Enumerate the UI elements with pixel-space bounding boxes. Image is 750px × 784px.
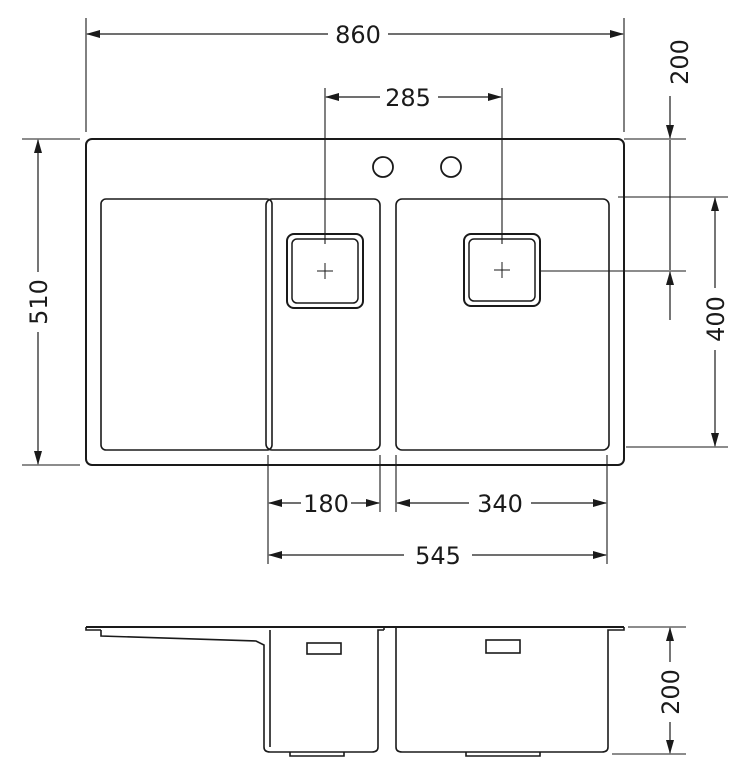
label-drain-spacing: 285 <box>385 84 431 112</box>
label-bowl-height: 200 <box>657 669 685 715</box>
label-total-depth: 510 <box>25 279 53 325</box>
dim-drain-spacing: 285 <box>325 84 502 112</box>
label-small-bowl-width: 180 <box>303 490 349 518</box>
label-bowls-width: 545 <box>415 542 461 570</box>
label-depth-right-top: 200 <box>666 39 694 85</box>
section-view <box>85 626 625 757</box>
dim-total-depth: 510 <box>25 139 53 465</box>
small-bowl <box>265 198 381 451</box>
dim-top-right-200: 200 <box>666 39 694 320</box>
label-bowl-depth: 400 <box>702 296 730 342</box>
tap-hole-left <box>372 156 394 178</box>
dim-large-bowl-width: 340 <box>396 490 607 518</box>
dim-small-bowl-width: 180 <box>268 490 380 518</box>
extension-lines <box>22 18 728 564</box>
label-total-width: 860 <box>335 21 381 49</box>
large-bowl-overflow <box>485 639 521 654</box>
large-drain <box>463 233 541 307</box>
drainboard-area <box>100 198 273 451</box>
dim-bowls-width: 545 <box>268 542 607 570</box>
label-large-bowl-width: 340 <box>477 490 523 518</box>
sink-outline <box>85 138 625 466</box>
top-view <box>85 138 625 466</box>
section-extension-lines <box>612 626 686 755</box>
dim-bowl-depth: 400 <box>702 197 730 447</box>
dim-bowl-height: 200 <box>657 627 685 754</box>
dim-total-width: 860 <box>86 21 624 49</box>
small-bowl-overflow <box>306 642 342 655</box>
tap-hole-right <box>440 156 462 178</box>
small-drain <box>286 233 364 309</box>
